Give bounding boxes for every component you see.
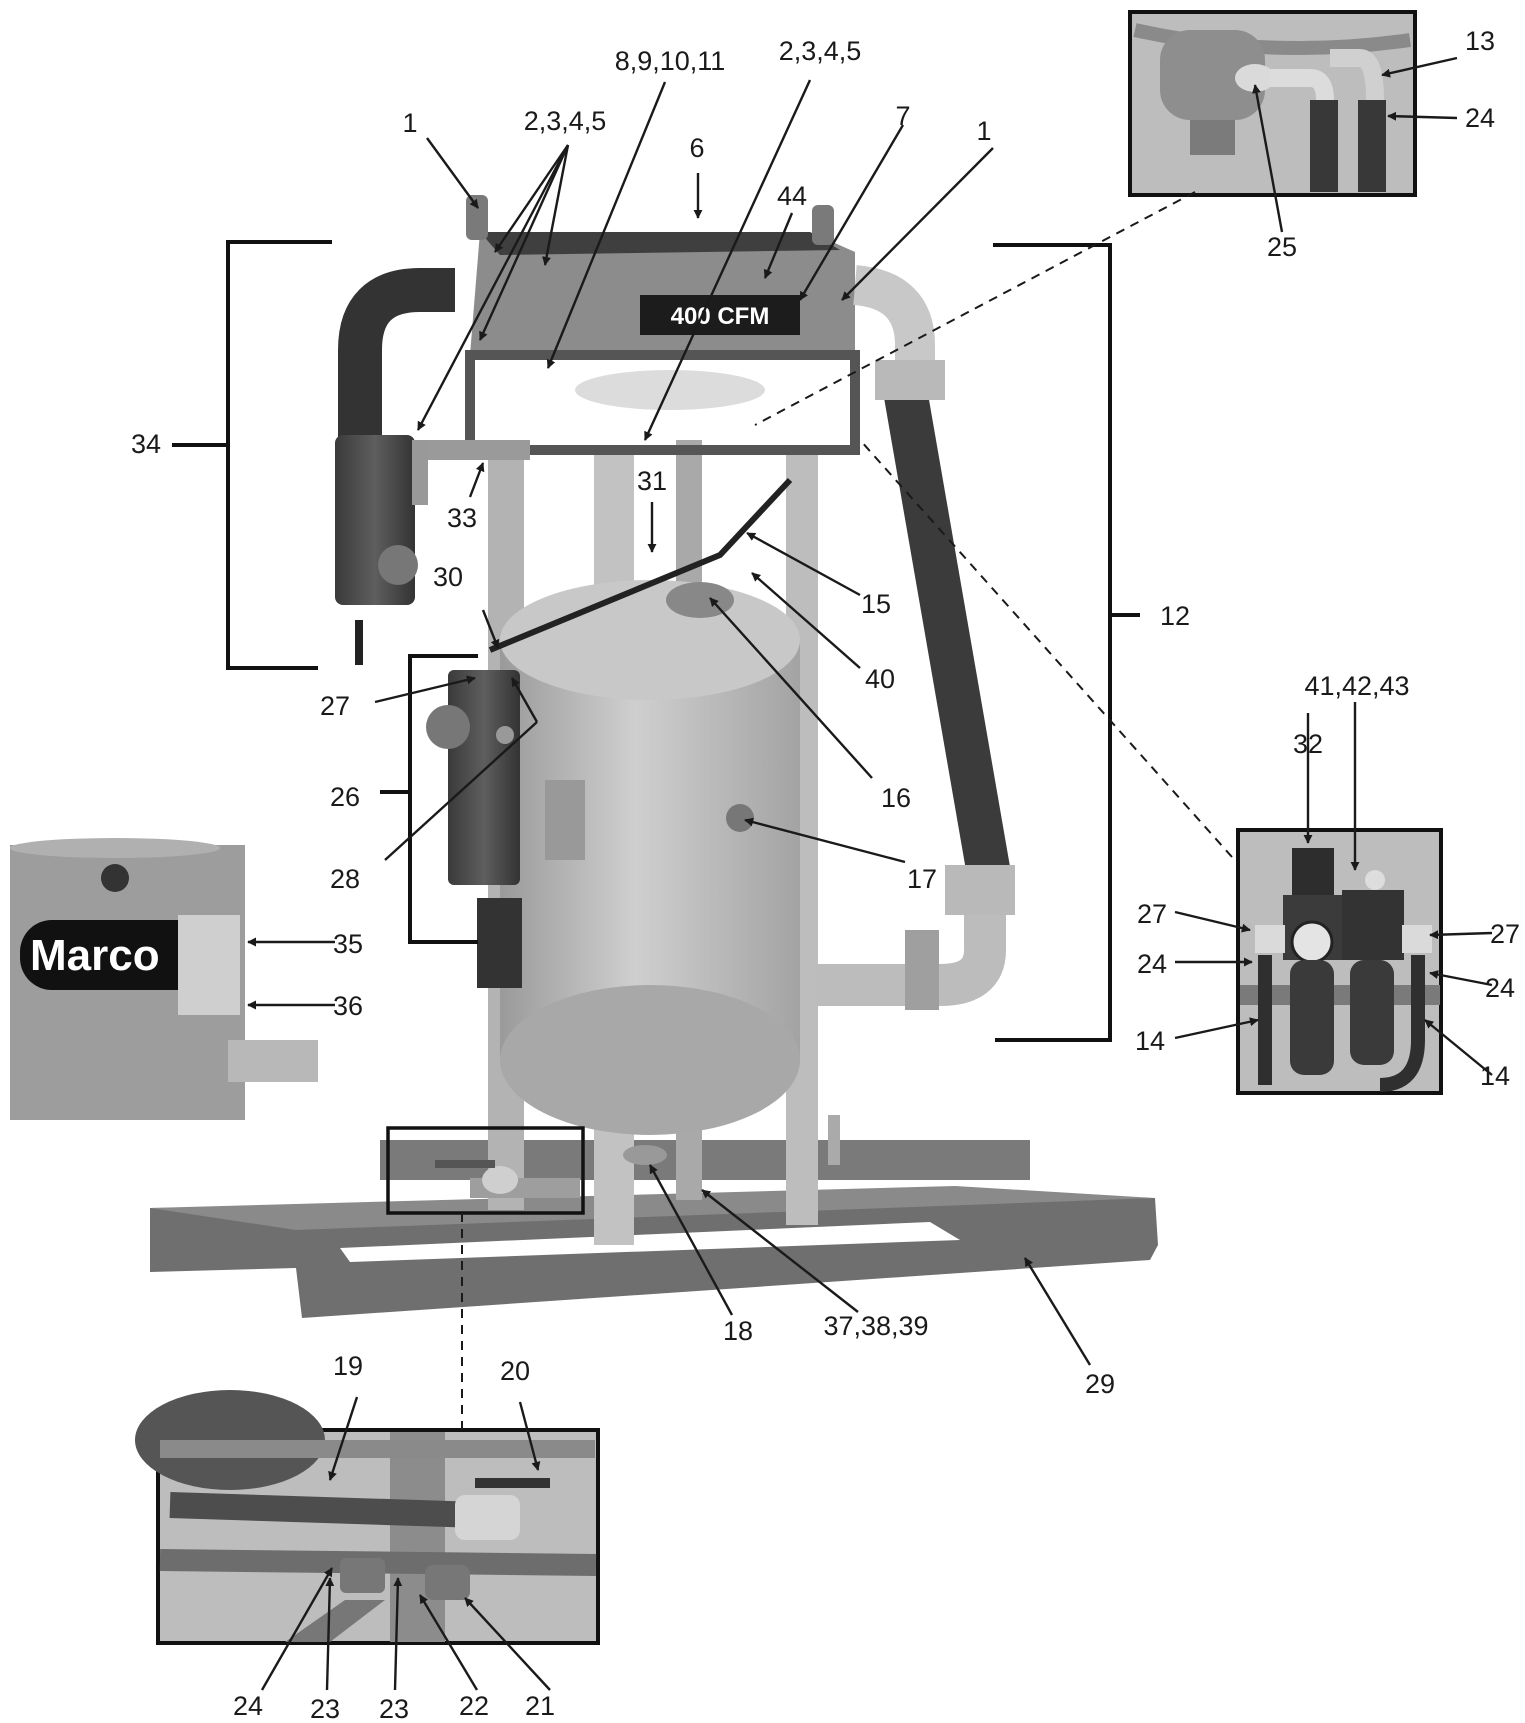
callout-21: 21 <box>525 1691 555 1721</box>
callout-40: 40 <box>865 664 895 694</box>
callout-35: 35 <box>333 929 363 959</box>
callout-18: 18 <box>723 1316 753 1346</box>
coalescing-filter <box>426 477 793 988</box>
callout-23-first: 23 <box>310 1694 340 1723</box>
callout-29: 29 <box>1085 1369 1115 1399</box>
callout-20: 20 <box>500 1356 530 1386</box>
drain-line <box>435 1115 840 1198</box>
callout-41-42-43: 41,42,43 <box>1304 671 1409 701</box>
callout-24-regulator-left: 24 <box>1137 949 1167 979</box>
callout-1-left: 1 <box>402 108 417 138</box>
callout-14-right: 14 <box>1480 1061 1510 1091</box>
inset-regulator <box>1236 828 1443 1095</box>
callout-15: 15 <box>861 589 891 619</box>
callout-28: 28 <box>330 864 360 894</box>
discharge-hose <box>815 265 1015 1010</box>
leader-lines <box>247 56 1493 1691</box>
inset-top-right <box>1128 10 1417 197</box>
callout-24-top: 24 <box>1465 103 1495 133</box>
callout-24-regulator-right: 24 <box>1485 973 1515 1003</box>
callout-17: 17 <box>907 864 937 894</box>
callout-16: 16 <box>881 783 911 813</box>
callout-24-drain: 24 <box>233 1691 263 1721</box>
callout-19: 19 <box>333 1351 363 1381</box>
callout-44: 44 <box>777 181 807 211</box>
callout-27-regulator-left: 27 <box>1137 899 1167 929</box>
callout-32: 32 <box>1293 729 1323 759</box>
callout-31: 31 <box>637 466 667 496</box>
bracket-34 <box>226 240 332 670</box>
callout-12: 12 <box>1160 601 1190 631</box>
callout-labels: 1 1 2,3,4,5 2,3,4,5 8,9,10,11 6 7 44 13 … <box>131 26 1520 1723</box>
callout-36: 36 <box>333 991 363 1021</box>
callout-33: 33 <box>447 503 477 533</box>
inlet-separator <box>335 268 530 665</box>
callout-27-left: 27 <box>320 691 350 721</box>
callout-7: 7 <box>895 101 910 131</box>
callout-23-second: 23 <box>379 1694 409 1723</box>
brand-logo-text: Marco <box>30 931 160 980</box>
main-assembly: 400 CFM <box>150 195 1158 1318</box>
capacity-placard: 400 CFM <box>671 303 770 330</box>
bracket-12 <box>993 243 1112 1042</box>
callout-25: 25 <box>1267 232 1297 262</box>
aftercooler-head: 400 CFM <box>465 195 860 455</box>
callout-2-3-4-5-top: 2,3,4,5 <box>779 36 862 66</box>
callout-1-right: 1 <box>976 116 991 146</box>
base-skid <box>150 1140 1158 1318</box>
callout-34: 34 <box>131 429 161 459</box>
callout-2-3-4-5-left: 2,3,4,5 <box>524 106 607 136</box>
inset-brand-badge: Marco <box>10 838 318 1120</box>
receiver-tank <box>500 580 800 1165</box>
callout-13: 13 <box>1465 26 1495 56</box>
callout-22: 22 <box>459 1691 489 1721</box>
callout-37-38-39: 37,38,39 <box>823 1311 928 1341</box>
callout-6: 6 <box>689 133 704 163</box>
inset-drain-detail <box>135 1390 600 1645</box>
callout-14-left: 14 <box>1135 1026 1165 1056</box>
bracket-26 <box>408 654 478 944</box>
callout-30: 30 <box>433 562 463 592</box>
drain-callout-box <box>386 1126 585 1215</box>
callout-27-regulator-right: 27 <box>1490 919 1520 949</box>
callout-8-9-10-11: 8,9,10,11 <box>615 46 726 76</box>
callout-26: 26 <box>330 782 360 812</box>
